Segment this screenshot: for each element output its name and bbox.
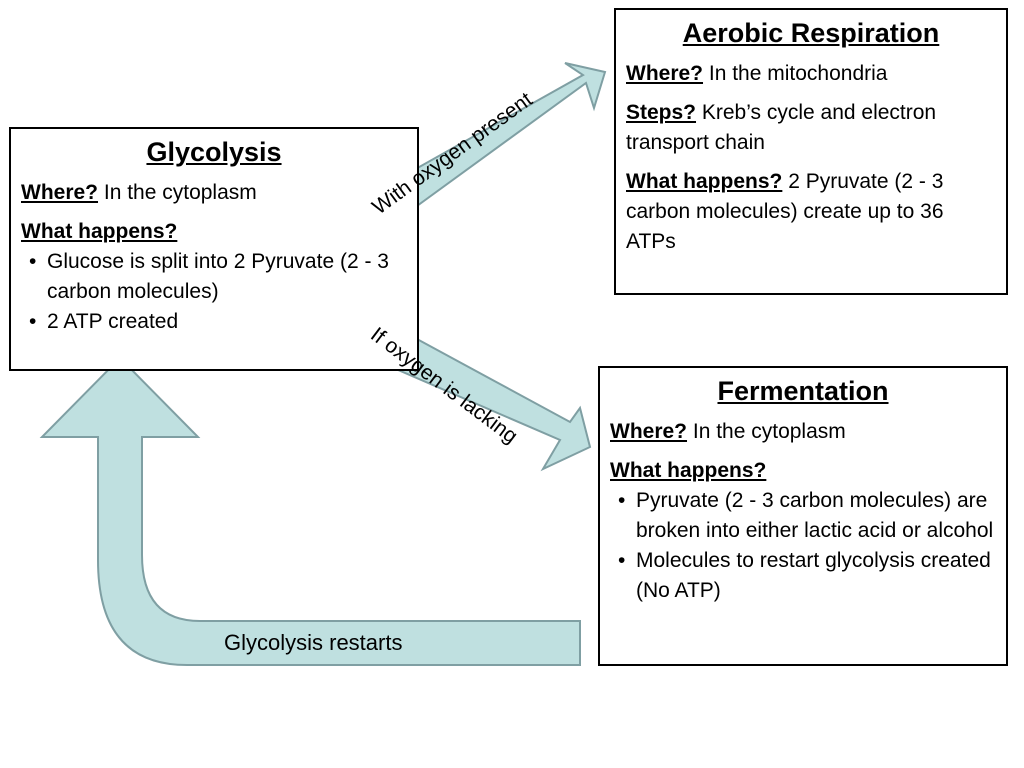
- aerobic-where-label: Where?: [626, 62, 704, 85]
- arrow-restart: [39, 356, 581, 666]
- glycolysis-where-label: Where?: [21, 181, 99, 204]
- fermentation-bullets: Pyruvate (2 - 3 carbon molecules) are br…: [610, 486, 996, 606]
- aerobic-where: Where? In the mitochondria: [626, 59, 996, 89]
- glycolysis-bullet-1: Glucose is split into 2 Pyruvate (2 - 3 …: [21, 247, 407, 307]
- glycolysis-where-value: In the cytoplasm: [103, 181, 257, 204]
- arrow-label-restarts: Glycolysis restarts: [224, 630, 403, 655]
- aerobic-what: What happens? 2 Pyruvate (2 - 3 carbon m…: [626, 167, 996, 257]
- glycolysis-bullet-2: 2 ATP created: [21, 307, 407, 337]
- glycolysis-what-label: What happens?: [21, 220, 178, 243]
- fermentation-what-label: What happens?: [610, 459, 767, 482]
- fermentation-where-value: In the cytoplasm: [692, 420, 846, 443]
- aerobic-title: Aerobic Respiration: [682, 18, 940, 48]
- glycolysis-title: Glycolysis: [146, 137, 282, 167]
- fermentation-bullet-2: Molecules to restart glycolysis created …: [610, 546, 996, 606]
- aerobic-steps-value: Kreb’s cycle and electron transport chai…: [626, 101, 937, 154]
- fermentation-box: Fermentation Where? In the cytoplasm Wha…: [598, 366, 1008, 666]
- glycolysis-box: Glycolysis Where? In the cytoplasm What …: [9, 127, 419, 371]
- aerobic-steps-label: Steps?: [626, 101, 697, 124]
- fermentation-where: Where? In the cytoplasm: [610, 417, 996, 447]
- aerobic-where-value: In the mitochondria: [708, 62, 888, 85]
- fermentation-bullet-1: Pyruvate (2 - 3 carbon molecules) are br…: [610, 486, 996, 546]
- fermentation-where-label: Where?: [610, 420, 688, 443]
- glycolysis-where: Where? In the cytoplasm: [21, 178, 407, 208]
- aerobic-box: Aerobic Respiration Where? In the mitoch…: [614, 8, 1008, 295]
- aerobic-what-label: What happens?: [626, 170, 783, 193]
- aerobic-steps: Steps? Kreb’s cycle and electron transpo…: [626, 98, 996, 158]
- glycolysis-bullets: Glucose is split into 2 Pyruvate (2 - 3 …: [21, 247, 407, 337]
- aerobic-what-value: 2 Pyruvate (2 - 3 carbon molecules) crea…: [626, 170, 944, 253]
- fermentation-title: Fermentation: [717, 376, 889, 406]
